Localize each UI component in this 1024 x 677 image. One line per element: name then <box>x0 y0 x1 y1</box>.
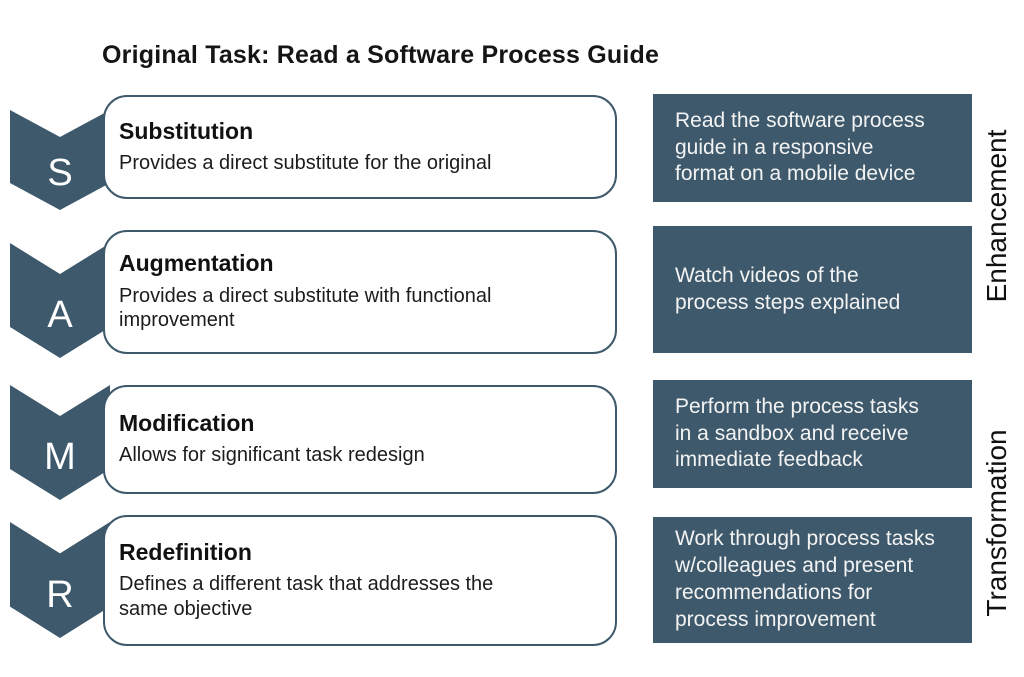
stage-card-augmentation: Augmentation Provides a direct substitut… <box>103 230 617 354</box>
chevron-marker-a: A <box>10 243 110 358</box>
task-text: Watch videos of the process steps explai… <box>675 263 901 314</box>
task-box-substitution: Read the software process guide in a res… <box>653 94 972 202</box>
task-box-modification: Perform the process tasks in a sandbox a… <box>653 380 972 488</box>
stage-heading: Modification <box>119 410 255 437</box>
page-title: Original Task: Read a Software Process G… <box>102 41 660 69</box>
side-label-transformation: Transformation <box>981 429 1012 617</box>
chevron-letter-s: S <box>47 152 73 194</box>
task-text: Read the software process guide in a res… <box>675 108 925 186</box>
chevron-marker-s: S <box>10 110 110 210</box>
chevron-marker-m: M <box>10 385 110 500</box>
stage-description: Provides a direct substitute with functi… <box>119 284 492 332</box>
chevron-marker-r: R <box>10 522 110 638</box>
stage-description: Defines a different task that addresses … <box>119 573 494 620</box>
stage-description: Allows for significant task redesign <box>119 444 425 467</box>
chevron-letter-a: A <box>47 294 73 337</box>
stage-heading: Substitution <box>119 117 254 144</box>
chevron-letter-r: R <box>46 574 74 617</box>
stage-card-substitution: Substitution Provides a direct substitut… <box>103 95 617 199</box>
stage-heading: Augmentation <box>119 250 274 277</box>
stage-card-redefinition: Redefinition Defines a different task th… <box>103 515 617 646</box>
task-box-redefinition: Work through process tasks w/colleagues … <box>653 517 972 643</box>
side-label-enhancement: Enhancement <box>981 129 1012 303</box>
chevron-letter-m: M <box>44 436 76 479</box>
task-text: Work through process tasks w/colleagues … <box>675 527 935 631</box>
task-text: Perform the process tasks in a sandbox a… <box>675 394 919 472</box>
stage-card-modification: Modification Allows for significant task… <box>103 385 617 494</box>
stage-heading: Redefinition <box>119 538 252 565</box>
stage-description: Provides a direct substitute for the ori… <box>119 151 492 174</box>
task-box-augmentation: Watch videos of the process steps explai… <box>653 226 972 353</box>
